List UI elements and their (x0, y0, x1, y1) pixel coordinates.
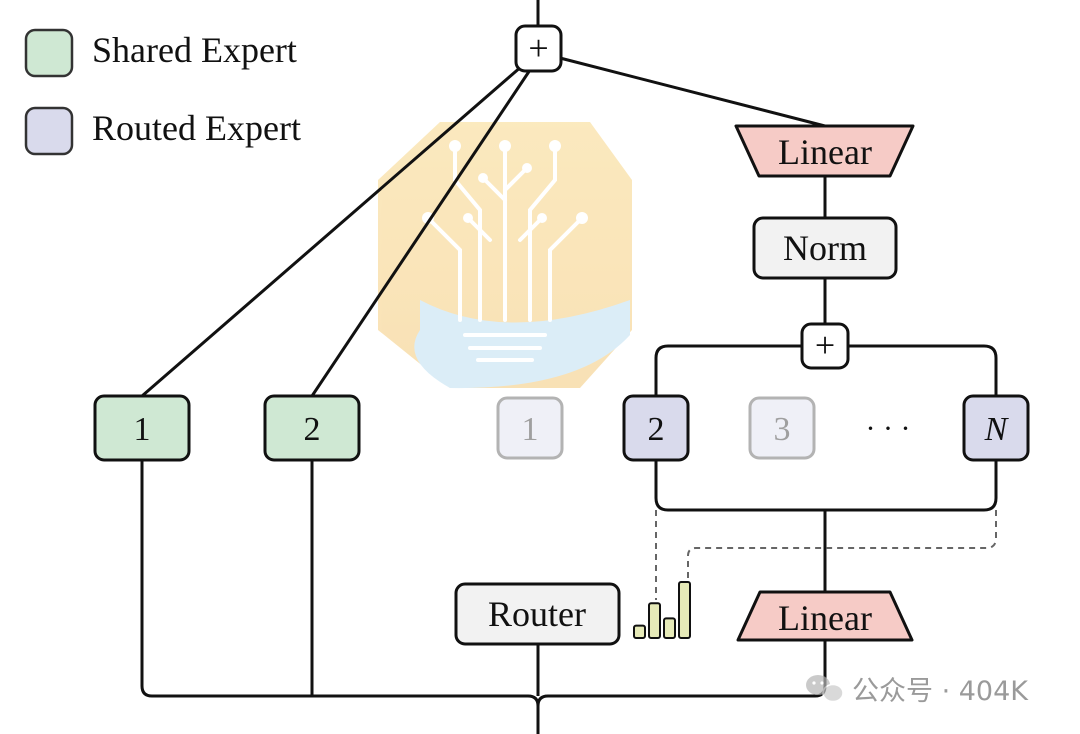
routed-expert-2: 2 (622, 394, 690, 462)
inner-sum-node: + (800, 322, 850, 370)
routed-expert-legend-label: Routed Expert (92, 108, 301, 148)
shared-expert-2: 2 (263, 394, 361, 462)
routed-expert-n-label: N (984, 411, 1010, 448)
routed-expert-2-label: 2 (648, 411, 665, 448)
router-score-bar (633, 624, 646, 639)
top-sum-symbol: + (528, 28, 548, 68)
routed-expert-n: N (962, 394, 1030, 462)
shared-expert-2-label: 2 (304, 411, 321, 448)
lightbulb-circuit-logo (378, 122, 632, 389)
router-label: Router (488, 594, 586, 634)
norm-label: Norm (783, 228, 867, 268)
router-block: Router (454, 582, 621, 646)
watermark: 公众号 · 404K (806, 675, 1029, 707)
linear-bottom-block: Linear (736, 590, 914, 642)
connection-lines (140, 0, 998, 734)
router-score-bar (678, 581, 691, 639)
shared-expert-swatch (24, 28, 74, 78)
linear-top-label: Linear (778, 132, 872, 172)
router-score-bar (663, 617, 676, 640)
routing-dashed-lines (655, 510, 997, 600)
routed-expert-1-label: 1 (522, 411, 539, 448)
routed-expert-1: 1 (496, 396, 564, 460)
router-score-bars (633, 581, 691, 640)
routed-expert-swatch (24, 106, 74, 156)
linear-bottom-label: Linear (778, 598, 872, 638)
ellipsis: · · · (866, 412, 911, 445)
routed-expert-3: 3 (748, 396, 816, 460)
wechat-icon (806, 675, 844, 703)
inner-sum-symbol: + (815, 325, 835, 365)
routed-expert-3-label: 3 (774, 411, 791, 448)
shared-expert-legend-label: Shared Expert (92, 30, 297, 70)
norm-block: Norm (752, 216, 898, 280)
shared-expert-1-label: 1 (134, 411, 151, 448)
router-score-bar (648, 602, 661, 640)
top-sum-node: + (514, 24, 563, 73)
linear-top-block: Linear (734, 124, 915, 178)
watermark-text: 公众号 · 404K (852, 676, 1029, 707)
shared-expert-1: 1 (93, 394, 191, 462)
legend: Shared Expert Routed Expert (24, 28, 301, 156)
